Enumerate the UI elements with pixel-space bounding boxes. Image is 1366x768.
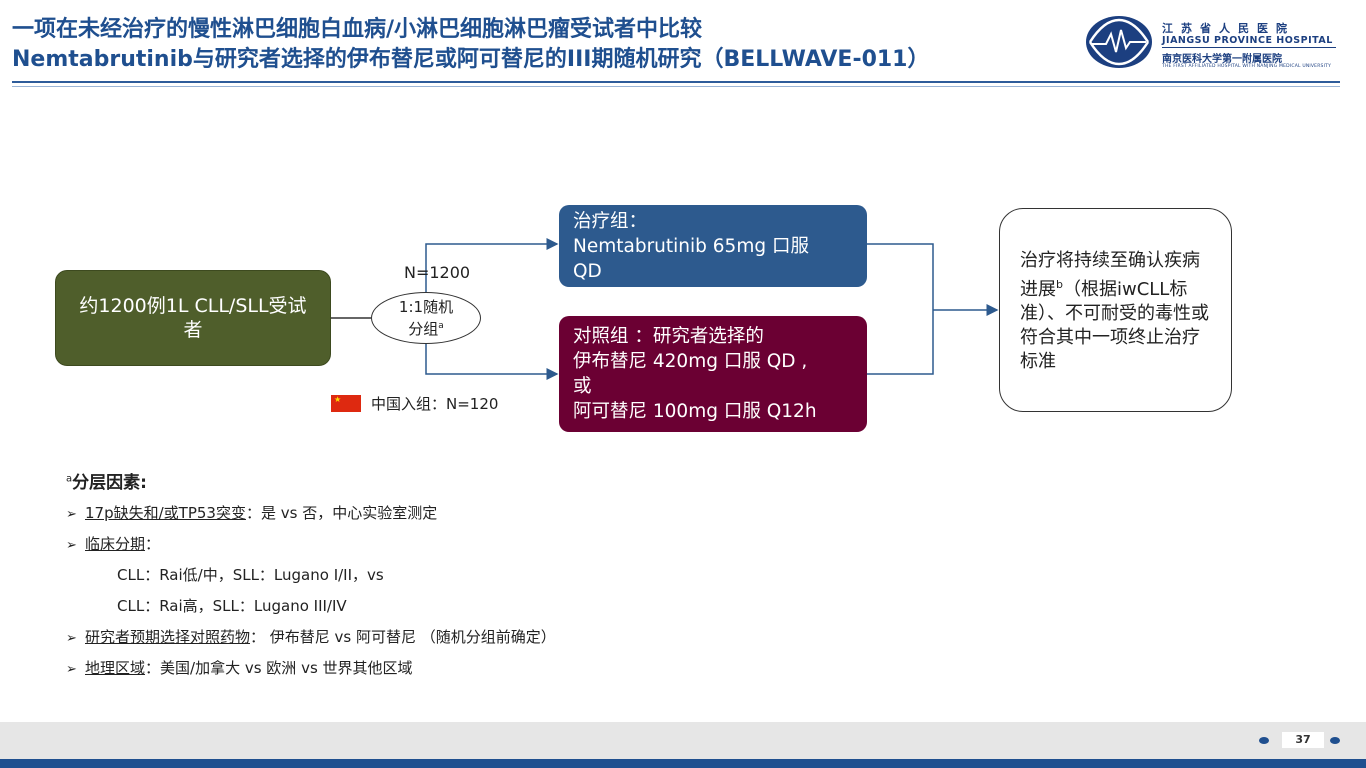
hospital-logo: 江苏省人民医院 JIANGSU PROVINCE HOSPITAL 南京医科大学…: [1084, 14, 1344, 72]
population-text: 约1200例1L CLL/SLL受试者: [79, 295, 307, 341]
list-item: ➢ 临床分期：: [66, 532, 556, 563]
total-n-label: N=1200: [404, 263, 471, 282]
list-item: ➢ 地理区域：美国/加拿大 vs 欧洲 vs 世界其他区域: [66, 656, 556, 687]
bullet-arrow-icon: ➢: [66, 662, 77, 677]
logo-divider: [1162, 47, 1336, 48]
outcome-text-2: （根据iwCLL标准）、不可耐受的毒性或符合其中一项终止治疗标准: [1020, 279, 1209, 372]
outcome-box: 治疗将持续至确认疾病进展b（根据iwCLL标准）、不可耐受的毒性或符合其中一项终…: [999, 208, 1232, 412]
factor-text: ：: [145, 535, 161, 553]
stratification-title: a分层因素:: [66, 468, 556, 493]
stratification-title-text: 分层因素:: [72, 473, 147, 493]
control-arm-box: 对照组 ：研究者选择的 伊布替尼 420mg 口服 QD , 或 阿可替尼 10…: [559, 316, 867, 432]
china-enrollment-text: 中国入组：N=120: [371, 395, 499, 413]
header-rule-thin: [12, 86, 1340, 87]
page-title-line2: Nemtabrutinib与研究者选择的伊布替尼或阿可替尼的III期随机研究（B…: [12, 47, 930, 72]
randomization-label: 分组: [408, 319, 439, 338]
treatment-arm-schedule: QD: [573, 261, 602, 282]
factor-label: 临床分期: [85, 535, 146, 553]
list-item: ➢ 研究者预期选择对照药物： 伊布替尼 vs 阿可替尼 （随机分组前确定）: [66, 625, 556, 656]
factor-text: ： 伊布替尼 vs 阿可替尼 （随机分组前确定）: [250, 628, 556, 646]
stage-line-1: CLL：Rai低/中，SLL：Lugano I/II，vs: [117, 566, 384, 584]
bullet-arrow-icon: ➢: [66, 631, 77, 646]
randomization-ratio: 1:1随机: [398, 297, 454, 316]
outcome-footnote: b: [1056, 278, 1063, 291]
outcome-text-1: 治疗将持续至确认疾病进展: [1020, 250, 1200, 300]
factor-label: 17p缺失和/或TP53突变: [85, 504, 246, 522]
treatment-arm-box: 治疗组： Nemtabrutinib 65mg 口服 QD: [559, 205, 867, 287]
page-title-line1: 一项在未经治疗的慢性淋巴细胞白血病/小淋巴细胞淋巴瘤受试者中比较: [12, 17, 703, 42]
stage-line-2: CLL：Rai高，SLL：Lugano III/IV: [117, 597, 347, 615]
stratification-section: a分层因素: ➢ 17p缺失和/或TP53突变：是 vs 否，中心实验室测定 ➢ 临…: [66, 468, 556, 687]
header-rule: [12, 81, 1340, 83]
list-item: ➢ 17p缺失和/或TP53突变：是 vs 否，中心实验室测定: [66, 501, 556, 532]
footer-accent-bar: [0, 759, 1366, 768]
logo-subtitle-en: THE FIRST AFFILIATED HOSPITAL WITH NANJI…: [1162, 64, 1332, 69]
logo-subtitle: 南京医科大学第一附属医院: [1162, 54, 1282, 65]
connector-rand-treatment: [425, 238, 559, 292]
bullet-arrow-icon: ➢: [66, 507, 77, 522]
connector-treatment-merge: [867, 243, 934, 375]
factor-label: 地理区域: [85, 659, 146, 677]
population-box: 约1200例1L CLL/SLL受试者: [55, 270, 331, 366]
logo-name-en: JIANGSU PROVINCE HOSPITAL: [1162, 35, 1333, 46]
control-arm-title: 对照组 ：研究者选择的: [573, 326, 764, 347]
factor-text: ：美国/加拿大 vs 欧洲 vs 世界其他区域: [145, 659, 413, 677]
footer-bar: [0, 722, 1366, 759]
bullet-arrow-icon: ➢: [66, 538, 77, 553]
treatment-arm-title: 治疗组：: [573, 211, 648, 232]
logo-name-cn: 江苏省人民医院: [1162, 22, 1295, 35]
china-flag-icon: ★: [331, 395, 361, 412]
stratification-footnote: a: [66, 473, 73, 485]
footer-dot-right-icon: [1330, 737, 1340, 744]
connector-rand-control: [425, 344, 559, 380]
hospital-emblem-icon: [1086, 16, 1152, 68]
control-arm-or: 或: [573, 376, 592, 397]
control-arm-drug1: 伊布替尼 420mg 口服 QD ,: [573, 351, 808, 372]
control-arm-drug2: 阿可替尼 100mg 口服 Q12h: [573, 401, 817, 422]
china-enrollment: ★ 中国入组：N=120: [331, 393, 498, 414]
treatment-arm-drug: Nemtabrutinib 65mg 口服: [573, 236, 809, 257]
factor-text: ：是 vs 否，中心实验室测定: [245, 504, 438, 522]
page-number: 37: [1282, 732, 1324, 748]
footer-dot-left-icon: [1259, 737, 1269, 744]
factor-label: 研究者预期选择对照药物: [85, 628, 251, 646]
randomization-ellipse: 1:1随机 分组a: [371, 292, 481, 344]
randomization-footnote: a: [438, 320, 444, 331]
